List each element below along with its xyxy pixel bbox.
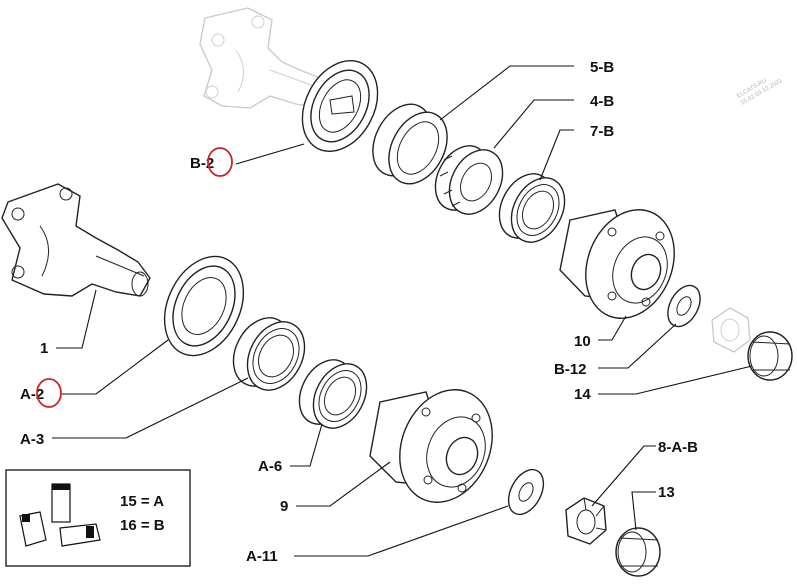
label-14: 14 bbox=[574, 386, 591, 403]
bearing-7b bbox=[498, 173, 566, 243]
grease-tube-icon bbox=[19, 483, 101, 547]
label-a11: A-11 bbox=[246, 548, 278, 565]
cap-13 bbox=[615, 527, 661, 577]
label-1: 1 bbox=[40, 340, 48, 357]
label-13: 13 bbox=[658, 484, 675, 501]
washer-b12 bbox=[667, 284, 701, 328]
nut-ghost bbox=[711, 307, 751, 353]
highlight-marks bbox=[36, 147, 233, 408]
washer-a11 bbox=[507, 468, 545, 516]
seal-b2 bbox=[301, 60, 379, 152]
label-4b: 4-B bbox=[590, 93, 614, 110]
label-8ab: 8-A-B bbox=[658, 439, 698, 456]
legend-box: 15 = A 16 = B bbox=[5, 469, 191, 567]
legend-line-2: 16 = B bbox=[120, 517, 165, 534]
highlight-circle-b2 bbox=[207, 147, 233, 177]
nut-8ab bbox=[565, 497, 607, 545]
leader-lines bbox=[52, 65, 753, 557]
highlight-circle-a2 bbox=[36, 378, 62, 408]
label-b12: B-12 bbox=[554, 361, 587, 378]
legend-line-1: 15 = A bbox=[120, 493, 164, 510]
seal-a2 bbox=[163, 255, 245, 357]
stub-axle-1 bbox=[1, 183, 151, 297]
label-10: 10 bbox=[574, 333, 591, 350]
bearing-a3 bbox=[232, 317, 306, 391]
bearing-a6 bbox=[298, 359, 368, 429]
label-9: 9 bbox=[280, 498, 288, 515]
label-5b: 5-B bbox=[590, 59, 614, 76]
watermark: ELCATS.RU 15.02.03.12.2021 bbox=[736, 78, 784, 107]
castle-nut-4b bbox=[434, 145, 504, 215]
hub-9 bbox=[369, 389, 493, 503]
label-a6: A-6 bbox=[258, 458, 282, 475]
label-7b: 7-B bbox=[590, 123, 614, 140]
label-a3: A-3 bbox=[20, 431, 44, 448]
cap-14 bbox=[747, 331, 793, 381]
hub-10 bbox=[559, 209, 675, 319]
bearing-race-5b bbox=[372, 103, 448, 185]
label-a2: A-2 bbox=[20, 386, 44, 403]
